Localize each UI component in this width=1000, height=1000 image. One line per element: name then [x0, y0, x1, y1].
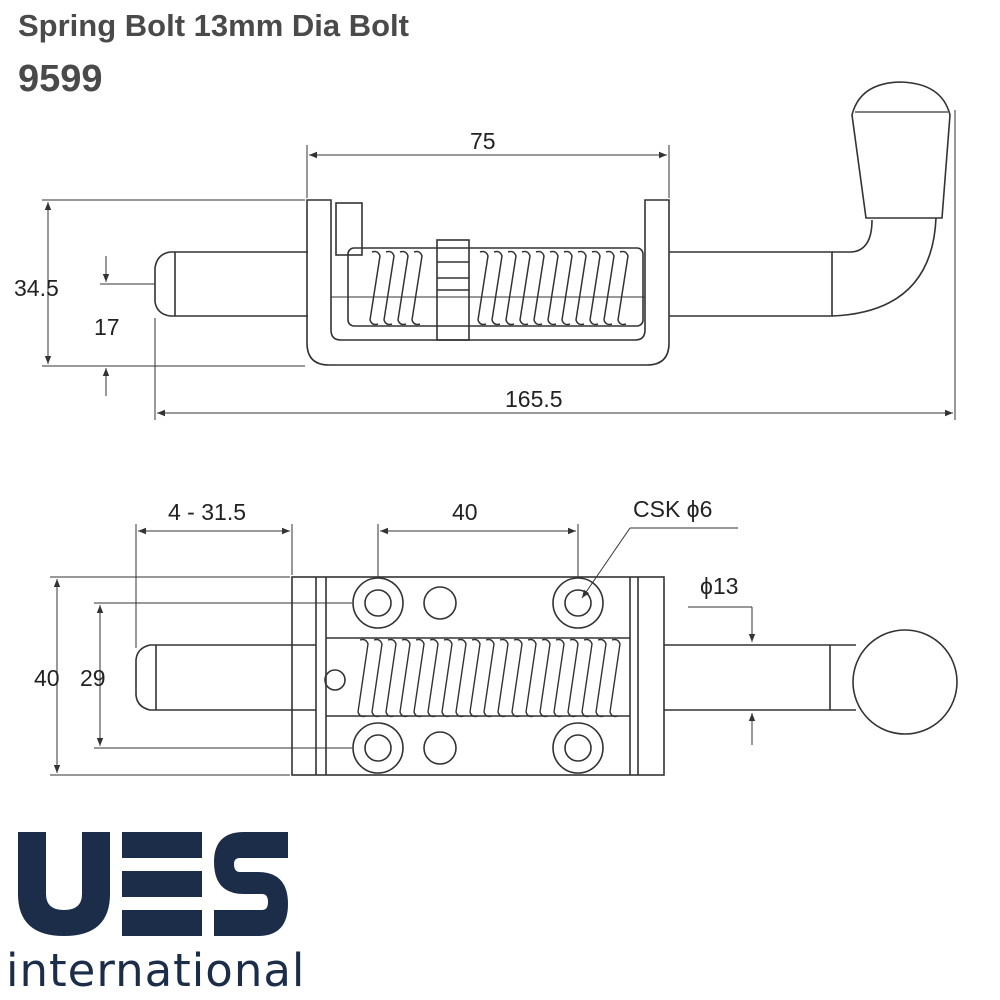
dim-center-label: 17: [94, 314, 120, 340]
dim-length-label: 165.5: [505, 386, 563, 412]
spring-coils-top: [357, 638, 621, 718]
logo-wordmark: international: [6, 944, 306, 997]
dim-plate-height-label: 40: [34, 665, 60, 691]
spring-coils-side: [369, 250, 629, 326]
spring-housing: [347, 247, 644, 327]
top-view-dimensions: [50, 524, 756, 776]
plain-hole-top: [423, 586, 457, 620]
handle-knob-top: [852, 629, 958, 735]
latch-screw: [324, 669, 346, 691]
csk-holes: [352, 577, 604, 774]
dim-bolt-dia-label: ϕ13: [700, 573, 738, 599]
plain-hole-bottom: [423, 731, 457, 765]
dim-csk-label: CSK ϕ6: [633, 496, 712, 522]
handle-knob: [851, 81, 951, 219]
side-view: [154, 81, 951, 366]
top-view: [135, 576, 958, 776]
u-bracket: [306, 199, 670, 366]
bolt-handle-bend: [669, 251, 833, 317]
bolt-pin-top-left: [135, 644, 316, 711]
product-title: Spring Bolt 13mm Dia Bolt: [18, 8, 409, 43]
dim-height-label: 34.5: [14, 275, 59, 301]
product-code: 9599: [18, 58, 103, 100]
dim-hole-pitch-label: 40: [452, 499, 478, 525]
ues-logo-mark: [18, 832, 288, 936]
dim-hole-span-label: 29: [80, 665, 106, 691]
side-view-dimensions: [42, 110, 956, 420]
mounting-plate: [291, 576, 665, 776]
dim-stroke-label: 4 - 31.5: [168, 499, 246, 525]
bolt-pin-left: [154, 251, 308, 317]
bolt-shaft-top-right: [664, 644, 856, 711]
retaining-tab: [335, 202, 363, 256]
dim-width-label: 75: [470, 128, 496, 154]
